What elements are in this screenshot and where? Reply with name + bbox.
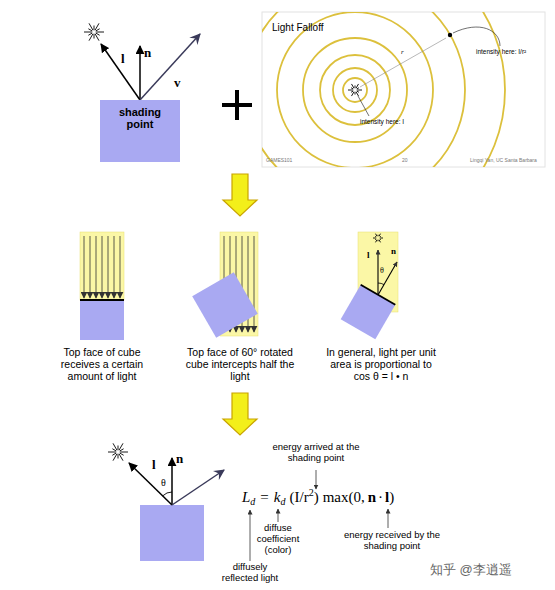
cube-top-face [80,299,124,301]
formula-symbol: k [274,489,281,506]
vector-label: l [367,250,370,260]
light-beam [80,232,124,300]
formula-symbol: n [368,489,376,506]
normal-vector [171,458,173,505]
formula-term: ) [389,489,394,506]
formula-subscript: d [250,496,255,507]
radius-label: r [401,48,404,56]
formula-term: ) [314,489,319,506]
leader-line [358,96,369,116]
formula-term: max(0, [323,489,365,506]
annotation-arrow [388,509,389,528]
sample-point [448,33,452,37]
watermark: 知乎 @李逍遥 [430,563,512,578]
formula: Ld=kd(I/r2)max(0,n·l) [242,489,394,506]
light-source [84,23,104,40]
vector-label: n [144,46,151,61]
flow-arrow [223,393,257,435]
rotated-cube [192,272,258,338]
plus-sign [222,103,252,107]
vector-label: l [121,52,125,67]
formula-superscript: 2 [309,487,314,498]
vector-label: n [391,246,396,256]
angle-arc [163,492,172,496]
slide-title: Light Falloff [272,22,324,34]
normal-vector [378,262,397,295]
callout-text: intensity here: I/r² [476,48,536,55]
shading-point-box: shading point [100,100,180,162]
vector-label: v [174,76,181,91]
normal-vector [139,46,141,100]
annotation: diffusely reflected light [215,562,285,584]
panel-caption: In general, light per unit area is propo… [322,346,440,382]
radius-line [360,38,446,87]
annotation: diffuse coefficient (color) [247,523,309,556]
annotation-arrow [316,470,317,489]
light-vector [101,44,140,100]
view-vector [140,34,200,100]
slide-footer: 20 [402,158,408,164]
formula-term: (I/r [289,489,308,506]
light-ray [108,236,109,298]
rotated-cube [341,285,396,340]
panel-caption: Top face of 60° rotated cube intercepts … [181,346,299,382]
flow-arrow [223,174,257,216]
light-vector [377,250,378,295]
falloff-rings [262,12,505,167]
vector-label: l [152,458,156,473]
annotation: energy received by the shading point [340,530,444,552]
slide-footer: GAMES101 [266,158,292,164]
callout-text: intensity here: I [360,118,408,125]
annotation-arrow [250,510,251,561]
light-source [348,84,362,96]
annotation-arrow [278,509,279,522]
light-ray [90,236,91,298]
light-ray [102,236,103,298]
panel-caption: Top face of cube receives a certain amou… [52,346,152,382]
box-label: shading point [104,106,176,130]
light-ray [96,236,97,298]
light-ray [120,236,121,298]
angle-label: θ [161,477,166,489]
view-vector [172,470,224,505]
light-ray [254,236,255,332]
light-ray [114,236,115,298]
leader-line [453,27,500,46]
formula-subscript: d [280,496,285,507]
light-source [108,443,128,460]
vector-label: n [176,452,183,467]
slide-footer: Lingqi Yan, UC Santa Barbara [470,158,537,164]
formula-operator: = [260,489,268,506]
light-vector [129,463,172,505]
angle-label: θ [380,266,384,275]
formula-symbol: l [385,489,389,506]
cube [80,300,124,340]
shading-point-box [140,505,204,561]
light-ray [84,236,85,298]
angle-arc [378,283,384,285]
formula-symbol: L [242,489,250,506]
formula-operator: · [378,489,383,506]
light-source [373,234,383,243]
slide-frame [262,12,545,167]
annotation: energy arrived at the shading point [261,442,371,464]
